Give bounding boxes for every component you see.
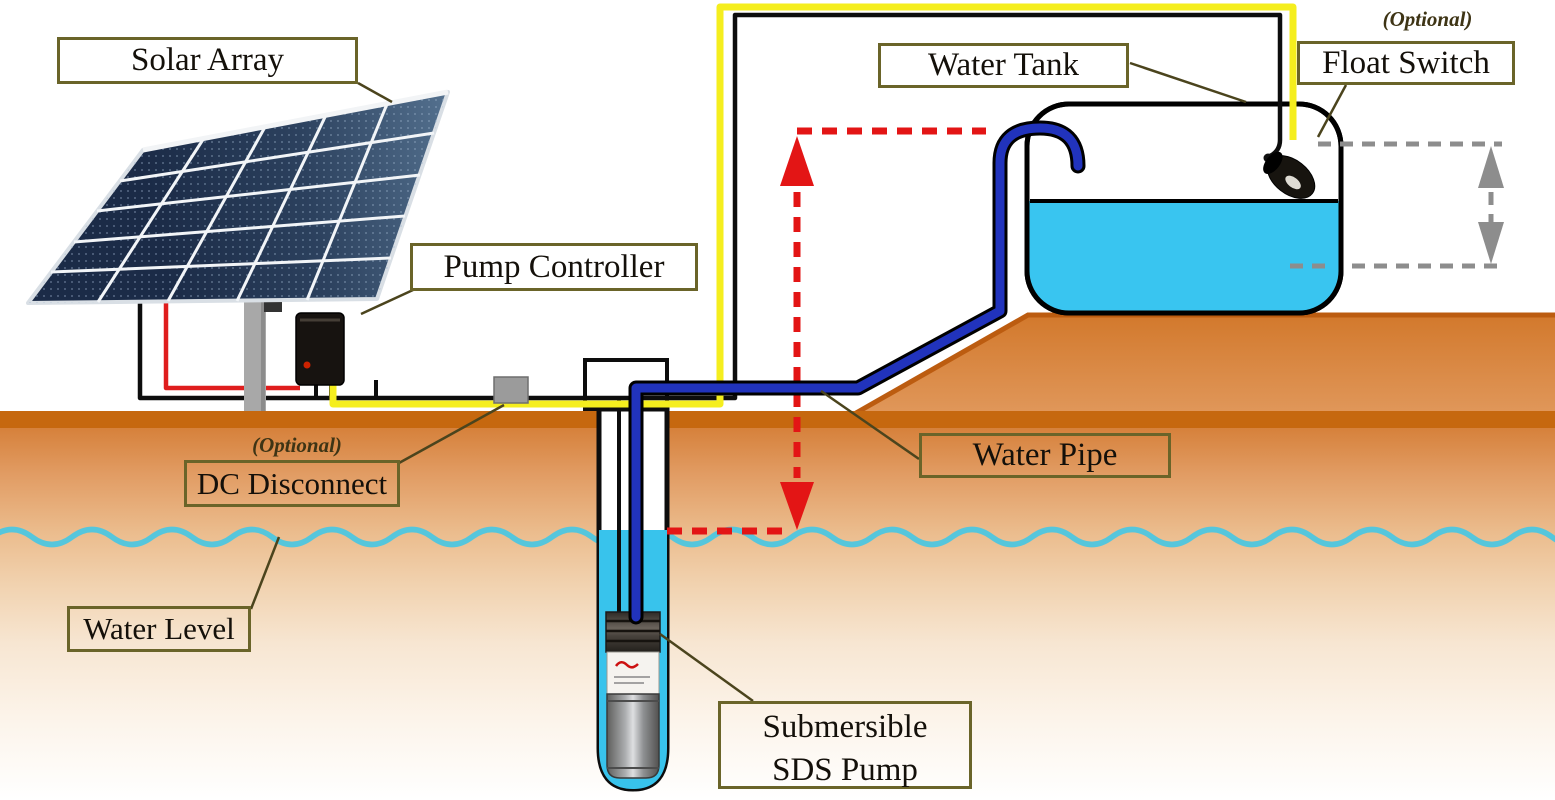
support-pole bbox=[244, 298, 266, 411]
pump-controller-label: Pump Controller bbox=[410, 243, 698, 291]
water-level-label: Water Level bbox=[67, 606, 251, 652]
callout-dc-disconnect bbox=[398, 403, 505, 465]
submersible-pump-label-line1: Submersible bbox=[762, 709, 928, 745]
callout-water-tank bbox=[1129, 61, 1247, 104]
solar-panel bbox=[26, 89, 450, 305]
yellow-wire bbox=[329, 3, 1297, 408]
callout-solar-array bbox=[357, 81, 393, 104]
water-tank-label: Water Tank bbox=[878, 43, 1129, 88]
dc-disconnect-optional-note: (Optional) bbox=[252, 433, 342, 457]
terrain bbox=[0, 312, 1555, 800]
float-switch-optional-note: (Optional) bbox=[1382, 7, 1473, 31]
callout-water-level bbox=[249, 536, 281, 610]
water-tank-body bbox=[1024, 101, 1344, 316]
submersible-pump-label: Submersible SDS Pump bbox=[718, 701, 972, 789]
gray-arrow-down bbox=[1478, 222, 1504, 264]
pump-body bbox=[606, 693, 660, 779]
terrain-mound-surface-line bbox=[854, 312, 1555, 416]
pump-label-band bbox=[606, 651, 660, 695]
solar-array-label: Solar Array bbox=[57, 37, 358, 84]
terrain-mound bbox=[856, 314, 1555, 413]
submersible-pump-device bbox=[605, 611, 661, 779]
red-arrow-up bbox=[780, 136, 814, 186]
callout-lines bbox=[249, 61, 1348, 703]
red-arrow-down bbox=[780, 482, 814, 530]
pump-logo-mark bbox=[614, 661, 639, 669]
float-switch-label: Float Switch bbox=[1297, 41, 1515, 85]
terrain-topsoil-band bbox=[0, 411, 1555, 428]
red-wire bbox=[163, 302, 300, 391]
red-dashed-head-indicator bbox=[667, 127, 986, 535]
water-table-line bbox=[0, 526, 1555, 548]
callout-submersible-pump bbox=[659, 632, 754, 703]
terrain-subsoil bbox=[0, 428, 1555, 800]
water-pipe bbox=[631, 123, 1083, 622]
callout-float-switch bbox=[1316, 84, 1348, 138]
callout-pump-controller bbox=[360, 288, 414, 316]
dc-disconnect-label: DC Disconnect bbox=[184, 460, 400, 507]
tank-water bbox=[1027, 201, 1341, 313]
gray-arrow-up bbox=[1478, 146, 1504, 188]
dc-disconnect-box bbox=[493, 376, 529, 404]
solar-array-assembly bbox=[26, 89, 450, 411]
pump-controller-box bbox=[295, 312, 345, 386]
submersible-pump-label-line2: SDS Pump bbox=[772, 752, 918, 788]
float-switch-device bbox=[1263, 151, 1316, 199]
water-pipe-label: Water Pipe bbox=[919, 433, 1171, 478]
callout-water-pipe bbox=[820, 389, 920, 461]
